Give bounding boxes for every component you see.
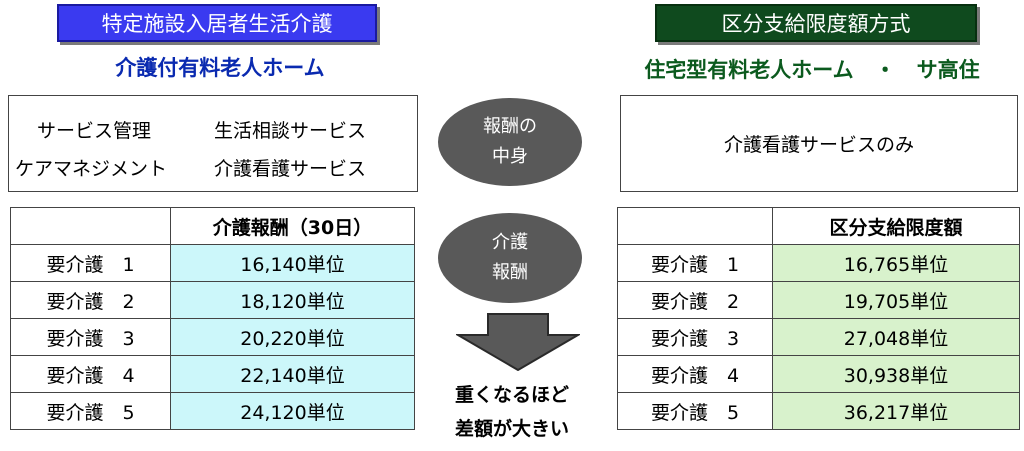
right-subtitle: 住宅型有料老人ホーム ・ サ高住	[644, 58, 980, 82]
left-services-box: サービス管理 生活相談サービス ケアマネジメント 介護看護サービス	[8, 95, 418, 192]
right-header-text: 区分支給限度額方式	[721, 12, 911, 36]
reward-value: 18,120単位	[170, 281, 415, 319]
care-level-label: 要介護 1	[617, 244, 773, 282]
left-header-text: 特定施設入居者生活介護	[101, 12, 333, 36]
table-row: 要介護 5 36,217単位	[617, 392, 1020, 430]
right-header: 区分支給限度額方式	[655, 4, 977, 42]
oval2-line1: 介護	[492, 232, 528, 253]
table-row: 要介護 4 30,938単位	[617, 355, 1020, 393]
table-corner	[617, 207, 773, 245]
service-consultation: 生活相談サービス	[214, 120, 367, 142]
left-header: 特定施設入居者生活介護	[57, 4, 377, 42]
limit-value: 27,048単位	[772, 318, 1020, 356]
reward-value: 20,220単位	[170, 318, 415, 356]
note-line2: 差額が大きい	[454, 418, 569, 440]
left-subtitle: 介護付有料老人ホーム	[115, 56, 325, 80]
care-level-label: 要介護 2	[10, 281, 171, 319]
column-header: 介護報酬（30日）	[170, 207, 415, 245]
limit-value: 19,705単位	[772, 281, 1020, 319]
oval1-line1: 報酬の	[483, 116, 537, 137]
down-arrow-icon	[456, 313, 580, 371]
limit-value: 36,217単位	[772, 392, 1020, 430]
right-services-text: 介護看護サービスのみ	[723, 134, 914, 156]
table-row: 要介護 5 24,120単位	[10, 392, 415, 430]
note-line1: 重くなるほど	[454, 384, 569, 406]
column-header: 区分支給限度額	[772, 207, 1020, 245]
table-row: 要介護 4 22,140単位	[10, 355, 415, 393]
reward-content-oval: 報酬の 中身	[438, 98, 582, 186]
care-level-label: 要介護 3	[10, 318, 171, 356]
table-row: 要介護 2 19,705単位	[617, 281, 1020, 319]
care-level-label: 要介護 1	[10, 244, 171, 282]
service-nursing-care: 介護看護サービス	[214, 158, 367, 180]
table-corner	[10, 207, 171, 245]
care-reward-table: 介護報酬（30日） 要介護 1 16,140単位 要介護 2 18,120単位 …	[10, 207, 415, 430]
care-level-label: 要介護 2	[617, 281, 773, 319]
reward-value: 24,120単位	[170, 392, 415, 430]
table-row: 要介護 2 18,120単位	[10, 281, 415, 319]
limit-value: 16,765単位	[772, 244, 1020, 282]
care-level-label: 要介護 5	[10, 392, 171, 430]
service-care-management: ケアマネジメント	[15, 158, 168, 180]
care-level-label: 要介護 4	[10, 355, 171, 393]
oval2-line2: 報酬	[492, 262, 528, 283]
reward-value: 16,140単位	[170, 244, 415, 282]
table-row: 要介護 3 20,220単位	[10, 318, 415, 356]
care-level-label: 要介護 4	[617, 355, 773, 393]
oval1-line2: 中身	[492, 146, 528, 167]
care-reward-oval: 介護 報酬	[438, 213, 582, 303]
limit-amount-table: 区分支給限度額 要介護 1 16,765単位 要介護 2 19,705単位 要介…	[617, 207, 1020, 430]
right-services-box: 介護看護サービスのみ	[620, 95, 1018, 192]
table-row: 要介護 1 16,140単位	[10, 244, 415, 282]
difference-note: 重くなるほど 差額が大きい	[426, 378, 598, 446]
limit-value: 30,938単位	[772, 355, 1020, 393]
table-row: 要介護 3 27,048単位	[617, 318, 1020, 356]
care-level-label: 要介護 3	[617, 318, 773, 356]
table-row: 要介護 1 16,765単位	[617, 244, 1020, 282]
service-management: サービス管理	[37, 120, 152, 142]
care-level-label: 要介護 5	[617, 392, 773, 430]
reward-value: 22,140単位	[170, 355, 415, 393]
